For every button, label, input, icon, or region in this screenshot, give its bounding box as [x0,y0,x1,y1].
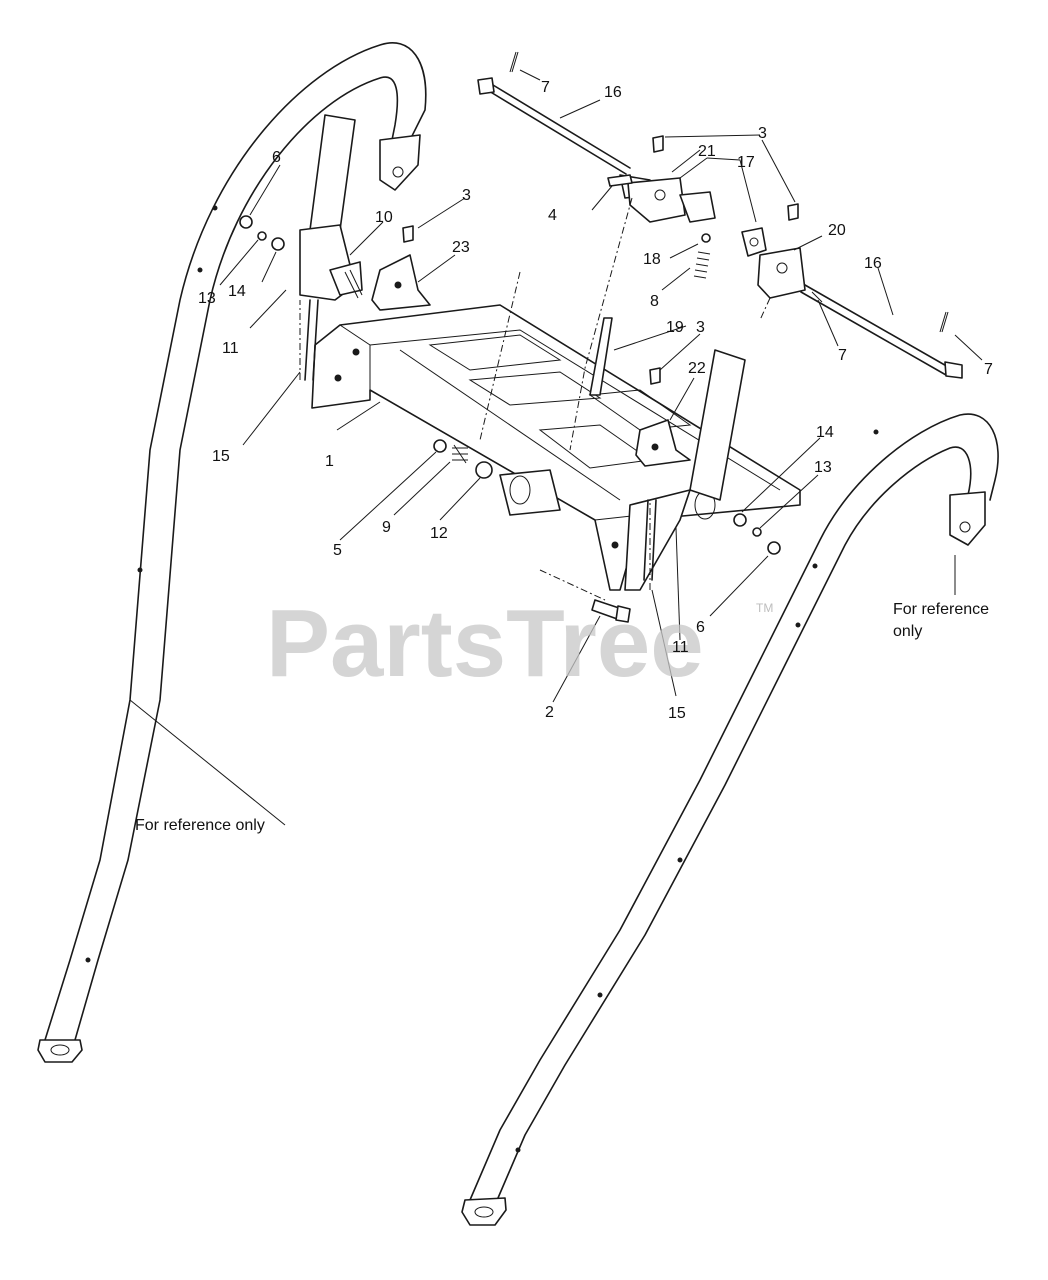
callout-4: 4 [548,207,557,224]
callout-3-top: 3 [758,125,767,142]
callout-22: 22 [688,360,706,377]
callout-21: 21 [698,143,716,160]
callout-14-left: 14 [228,283,246,300]
callout-15-right: 15 [668,705,686,722]
bracket-22 [635,419,691,467]
callout-2: 2 [545,704,554,721]
note-right-handle-line2: only [893,623,922,640]
watermark-text: PartsTree [266,590,704,697]
callout-17: 17 [737,154,755,171]
left-handle-tube [37,42,427,1063]
callout-6-right: 6 [696,619,705,636]
right-handle-tube [461,413,999,1226]
callout-11-left: 11 [222,340,239,357]
callout-16-right: 16 [864,255,882,272]
callout-19: 19 [666,319,684,336]
hardware [239,51,949,623]
callout-13-right: 13 [814,459,832,476]
callout-6-left: 6 [272,149,281,166]
callout-labels: 7 16 3 21 17 4 20 18 16 8 7 7 6 3 10 23 … [198,79,993,722]
callout-23: 23 [452,239,470,256]
callout-9: 9 [382,519,391,536]
callout-10: 10 [375,209,393,226]
callout-8: 8 [650,293,659,310]
leader-lines [129,69,983,826]
left-control-arm [299,114,363,381]
callout-3-center: 3 [696,319,705,336]
lever-19 [589,317,613,396]
bracket-23 [371,254,431,311]
callout-7-top: 7 [541,79,550,96]
right-control-arm [624,349,746,591]
callout-18: 18 [643,251,661,268]
callout-16-left: 16 [604,84,622,101]
callout-14-right: 14 [816,424,834,441]
note-right-handle-line1: For reference [893,601,989,618]
callout-3-left: 3 [462,187,471,204]
alignment-lines [299,197,956,601]
callout-20: 20 [828,222,846,239]
callout-12: 12 [430,525,448,542]
upper-rods [477,77,963,379]
callout-13-left: 13 [198,290,216,307]
note-left-handle: For reference only [135,817,265,834]
callout-5: 5 [333,542,342,559]
watermark-trademark: TM [756,601,773,615]
callout-1: 1 [325,453,334,470]
callout-15-left: 15 [212,448,230,465]
callout-7-far-right: 7 [984,361,993,378]
callout-7-right: 7 [838,347,847,364]
callout-11-right: 11 [672,639,689,656]
